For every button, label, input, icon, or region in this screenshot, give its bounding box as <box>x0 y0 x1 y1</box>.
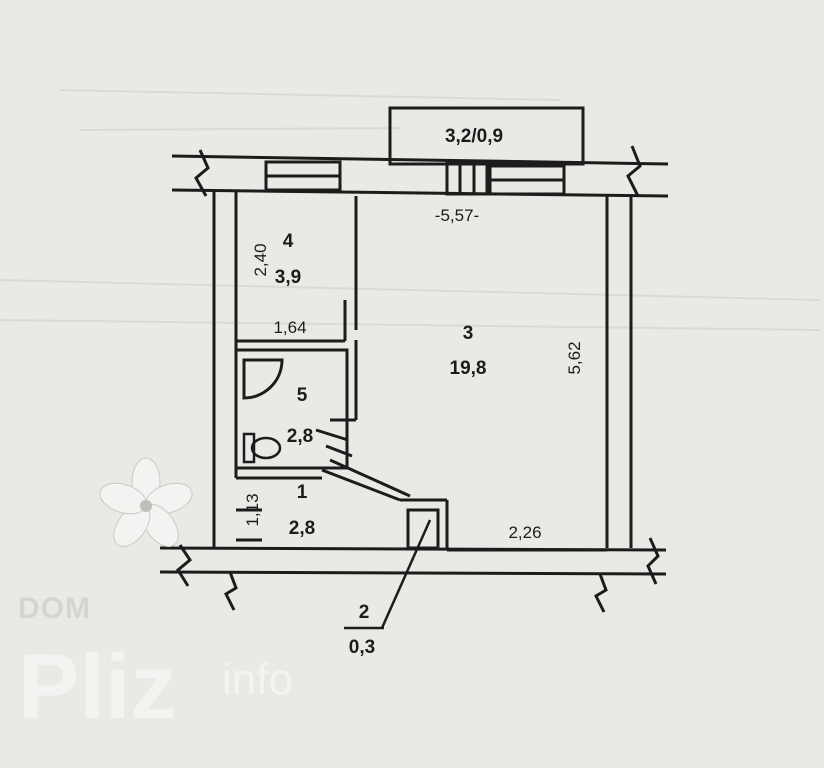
room-4-area: 3,9 <box>275 267 301 288</box>
dimension-top-width: -5,57- <box>435 206 479 225</box>
room-2-area: 0,3 <box>349 637 375 658</box>
background-texture <box>0 89 821 331</box>
dimension-hall-height: 1,13 <box>243 493 262 526</box>
dimension-right-height: 5,62 <box>565 341 584 374</box>
dimension-room4-height: 2,40 <box>251 243 270 276</box>
watermark-flower-icon <box>99 457 193 548</box>
wall-break-marks <box>176 145 660 613</box>
dimension-bottom-width: 2,26 <box>508 523 541 542</box>
watermark-info: info <box>222 655 293 704</box>
room-5-area: 2,8 <box>287 426 313 447</box>
interior-partitions <box>234 196 449 550</box>
watermark-pliz: Pliz <box>18 636 176 738</box>
windows <box>264 160 566 196</box>
dimension-room4-width: 1,64 <box>273 318 306 337</box>
room-2-number: 2 <box>359 602 370 623</box>
room-1-number: 1 <box>297 482 308 503</box>
room-3-area: 19,8 <box>450 358 487 379</box>
balcony-label: 3,2/0,9 <box>445 126 503 147</box>
room-3-number: 3 <box>463 323 474 344</box>
room-5-number: 5 <box>297 385 308 406</box>
room-1-area: 2,8 <box>289 518 315 539</box>
shower-icon <box>242 358 284 400</box>
room-4-number: 4 <box>283 231 294 252</box>
toilet-icon <box>242 432 282 464</box>
closet-leader-line <box>380 519 432 629</box>
watermark-dom: DOM <box>18 592 91 625</box>
